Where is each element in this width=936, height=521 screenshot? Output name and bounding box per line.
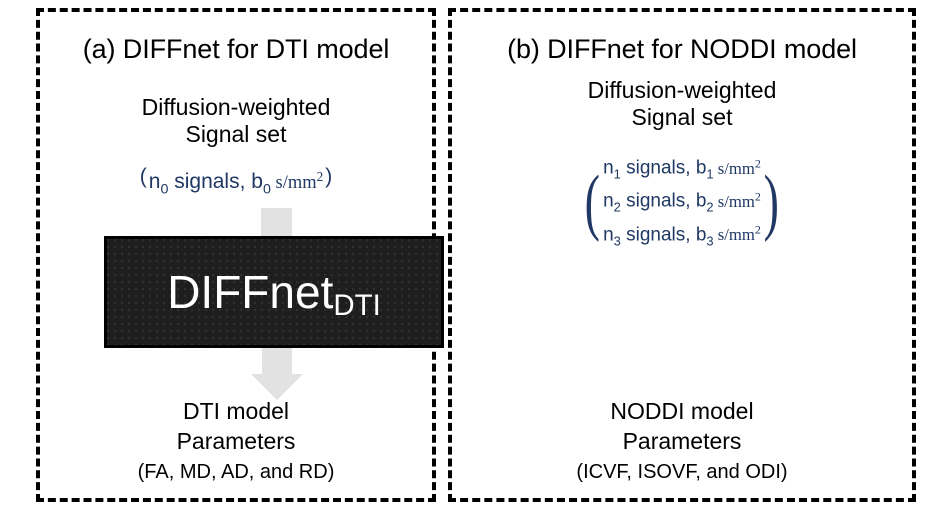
panel-b-n-subscript-1: 1: [613, 166, 621, 182]
panel-a-n-subscript: 0: [160, 181, 169, 198]
panel-a-unit: s/mm: [275, 172, 317, 193]
panel-a-input-label: Diffusion-weighted Signal set: [40, 94, 432, 148]
panel-b-signals-word-3: signals,: [620, 224, 696, 246]
panel-a-paren-open: (: [139, 165, 147, 188]
panel-a-signal-rows: n0 signals, b0 s/mm2: [147, 164, 325, 202]
panel-a-paren-close: ): [325, 165, 333, 188]
panel-b-b-symbol-3: b: [695, 224, 707, 246]
panel-b-input-line2: Signal set: [631, 104, 733, 130]
panel-a-output-label: DTI model Parameters (FA, MD, AD, and RD…: [40, 396, 432, 486]
panel-b-signal-row: n3 signals, b3 s/mm2: [603, 219, 761, 252]
panel-b-n-symbol-1: n: [603, 157, 614, 179]
diffnet-dti-label: DIFFnetDTI: [167, 266, 381, 320]
panel-b-input-label: Diffusion-weighted Signal set: [452, 77, 912, 131]
panel-a-unit-wrap: s/mm2: [271, 169, 324, 193]
diffnet-dti-box: DIFFnetDTI: [104, 236, 444, 348]
panel-b-output-line2: Parameters: [622, 428, 742, 454]
panel-b-unit-1: s/mm: [717, 158, 755, 178]
panel-a-signals-word: signals,: [168, 170, 252, 194]
panel-b-n-symbol-2: n: [603, 190, 614, 212]
arrow-input-to-network-dti: [261, 208, 292, 238]
panel-a-unit-exponent: 2: [316, 169, 324, 184]
panel-b-signals-word-2: signals,: [620, 190, 696, 212]
panel-b-output-label: NODDI model Parameters (ICVF, ISOVF, and…: [452, 396, 912, 486]
panel-dti: (a) DIFFnet for DTI model Diffusion-weig…: [36, 8, 444, 502]
panel-b-unit-wrap-3: s/mm2: [714, 222, 761, 245]
panel-b-n-subscript-3: 3: [613, 233, 621, 249]
panel-b-input-line1: Diffusion-weighted: [587, 77, 777, 103]
panel-a-output-line1: DTI model: [182, 398, 290, 424]
panel-b-b-subscript-1: 1: [706, 166, 714, 182]
panel-a-output-line2: Parameters: [176, 428, 296, 454]
panel-a-signal-spec: (n0 signals, b0 s/mm2): [40, 164, 432, 202]
panel-b-unit-exponent-2: 2: [754, 189, 761, 204]
diffnet-dti-name: DIFFnet: [167, 266, 334, 318]
panel-b-paren-open: (: [585, 161, 601, 244]
panel-b-signal-row: n1 signals, b1 s/mm2: [603, 152, 761, 185]
diffnet-dti-subscript: DTI: [333, 288, 381, 322]
arrow-head-dti-out: [251, 374, 303, 400]
panel-a-title: (a) DIFFnet for DTI model: [82, 34, 390, 64]
panel-a-input-line1: Diffusion-weighted: [141, 94, 331, 120]
panel-b-signal-matrix: ( n1 signals, b1 s/mm2 n2 signals, b2 s/…: [584, 152, 779, 252]
panel-a-b-subscript: 0: [262, 181, 271, 198]
panel-b-b-symbol-2: b: [695, 190, 707, 212]
panel-b-signals-word-1: signals,: [620, 157, 696, 179]
panel-b-n-symbol-3: n: [603, 224, 614, 246]
panel-a-b-symbol: b: [251, 170, 263, 194]
panel-b-unit-3: s/mm: [717, 225, 755, 245]
panel-b-unit-wrap-1: s/mm2: [714, 156, 761, 178]
panel-noddi: (b) DIFFnet for NODDI model Diffusion-we…: [448, 8, 916, 502]
panel-b-n-subscript-2: 2: [613, 199, 621, 215]
panel-b-signal-spec: ( n1 signals, b1 s/mm2 n2 signals, b2 s/…: [452, 152, 912, 252]
panel-b-unit-exponent-1: 2: [754, 156, 761, 170]
panel-b-b-subscript-3: 3: [706, 233, 714, 249]
panel-b-title: (b) DIFFnet for NODDI model: [507, 34, 857, 64]
panel-b-signal-row: n2 signals, b2 s/mm2: [603, 185, 761, 218]
panel-b-output-line1: NODDI model: [610, 398, 754, 424]
arrow-network-to-output-dti: [247, 348, 307, 400]
panel-a-output-line3: (FA, MD, AD, and RD): [137, 461, 335, 483]
panel-b-unit-2: s/mm: [717, 191, 755, 211]
arrow-shaft-dti-out: [262, 348, 292, 376]
panel-b-output-line3: (ICVF, ISOVF, and ODI): [576, 461, 788, 483]
panel-b-paren-close: ): [763, 161, 779, 244]
panel-a-n-symbol: n: [148, 170, 161, 194]
panel-b-b-subscript-2: 2: [706, 199, 714, 215]
panel-a-signal-matrix: (n0 signals, b0 s/mm2): [140, 164, 332, 202]
panel-b-b-symbol-1: b: [695, 157, 707, 179]
panel-a-signal-row: n0 signals, b0 s/mm2: [149, 164, 323, 202]
panel-b-unit-exponent-3: 2: [754, 222, 761, 237]
panel-b-unit-wrap-2: s/mm2: [714, 189, 761, 211]
panel-a-input-line2: Signal set: [185, 121, 287, 147]
panel-b-signal-rows: n1 signals, b1 s/mm2 n2 signals, b2 s/mm…: [601, 152, 763, 252]
